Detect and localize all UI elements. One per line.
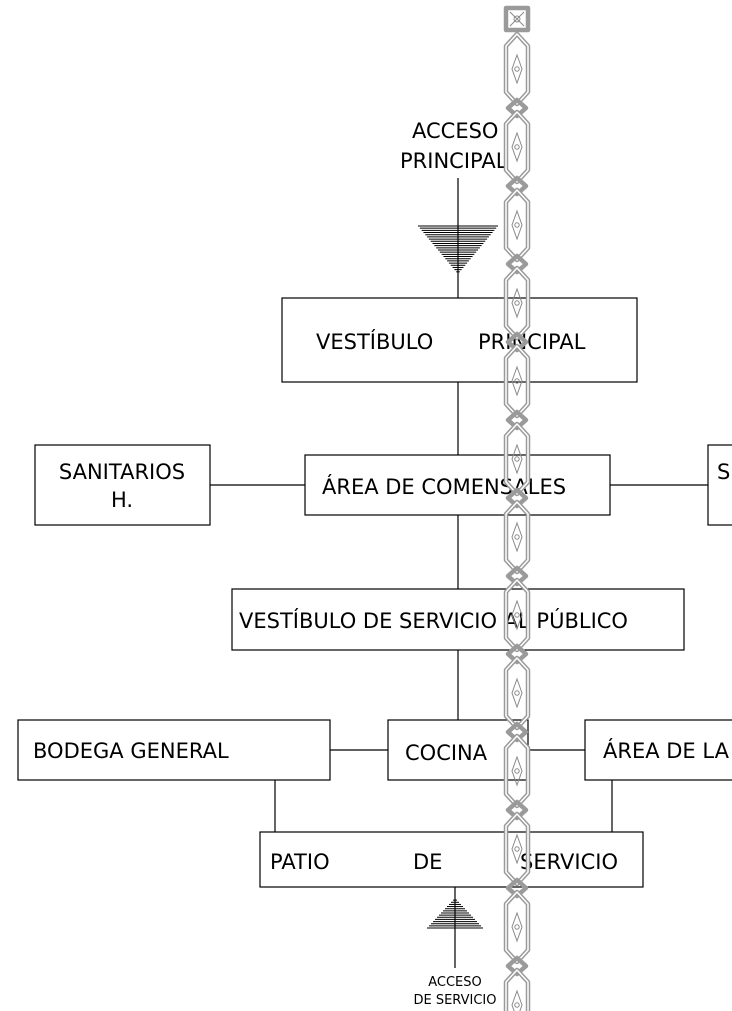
vestibulo-servicio-label: VESTÍBULO DE SERVICIO AL PÚBLICO (239, 608, 628, 633)
main-entrance-arrow-icon (418, 225, 498, 273)
sanitarios-h-line2: H. (111, 488, 133, 512)
box-area-lavado (584, 719, 732, 781)
box-area-comensales (304, 454, 611, 516)
box-sanitarios-h (34, 444, 211, 526)
cocina-label: COCINA (405, 741, 488, 765)
box-vestibulo-servicio (231, 588, 685, 651)
access-service-line1: ACCESO (428, 975, 482, 990)
area-lavado-label: ÁREA DE LA (603, 738, 730, 763)
decorative-chain-border-icon (503, 5, 531, 1011)
box-sanitarios-m (707, 444, 732, 526)
bodega-general-label: BODEGA GENERAL (33, 739, 229, 763)
access-main-label-line1: ACCESO (412, 119, 498, 143)
service-entrance-arrow-icon (427, 899, 483, 929)
access-service-line2: DE SERVICIO (413, 993, 496, 1008)
patio-servicio-word1: PATIO (270, 850, 330, 874)
box-vestibulo-principal (281, 297, 638, 383)
box-bodega-general (17, 719, 331, 781)
patio-servicio-word3: SERVICIO (520, 850, 618, 874)
vestibulo-principal-word1: VESTÍBULO (316, 329, 433, 354)
sanitarios-h-line1: SANITARIOS (59, 460, 185, 484)
vestibulo-principal-word2: PRINCIPAL (478, 330, 586, 354)
patio-servicio-word2: DE (413, 850, 442, 874)
sanitarios-m-label: S (717, 460, 730, 484)
access-main-label-line2: PRINCIPAL (400, 149, 508, 173)
box-patio-servicio (259, 831, 644, 888)
